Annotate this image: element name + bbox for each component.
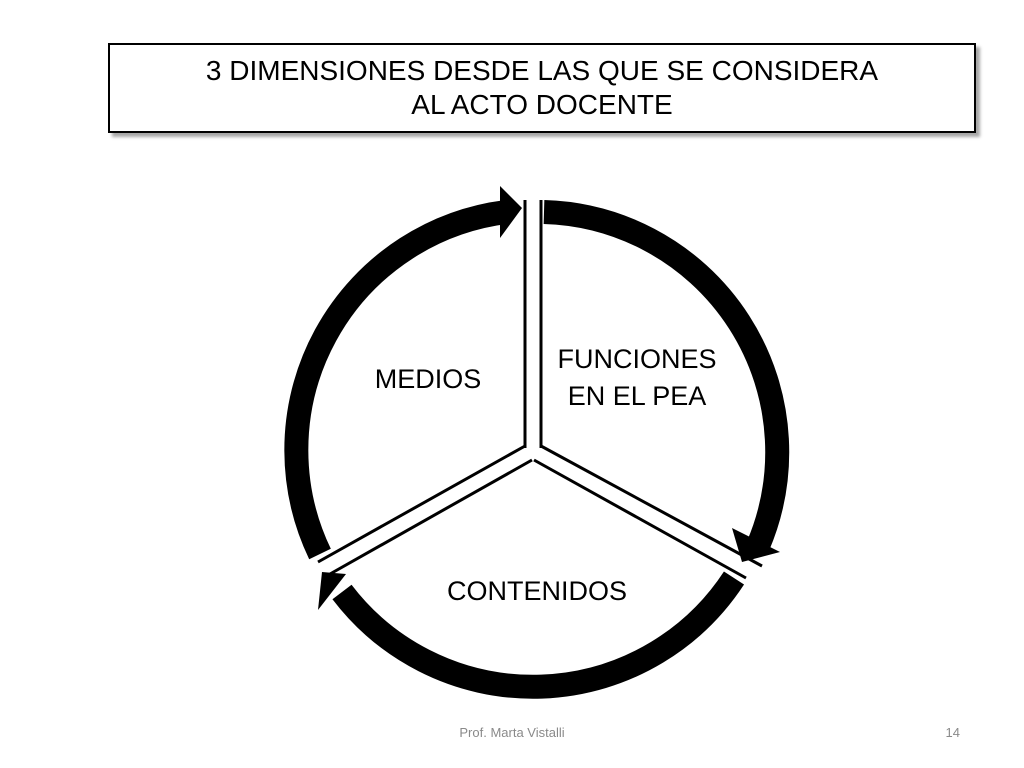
arrowhead-top [500,186,522,238]
label-medios: MEDIOS [375,364,482,394]
label-funciones-line-1: FUNCIONES [557,344,716,374]
arc-funciones [543,200,790,551]
title-line-1: 3 DIMENSIONES DESDE LAS QUE SE CONSIDERA [205,55,879,86]
label-contenidos: CONTENIDOS [447,576,627,606]
arrowhead-right [732,528,780,562]
title-line-2: AL ACTO DOCENTE [411,89,673,120]
arc-contenidos [332,571,745,699]
divider-right-upper [540,444,763,568]
divider-right-lower [533,458,747,580]
divider-left-lower [329,458,533,576]
footer-page-number: 14 [945,725,960,740]
title-box: 3 DIMENSIONES DESDE LAS QUE SE CONSIDERA… [108,43,976,133]
label-funciones-line-2: EN EL PEA [568,381,707,411]
footer-author: Prof. Marta Vistalli [459,725,565,740]
divider-left-upper [317,444,526,564]
arrowhead-left [318,572,346,610]
arc-medios [284,200,508,560]
